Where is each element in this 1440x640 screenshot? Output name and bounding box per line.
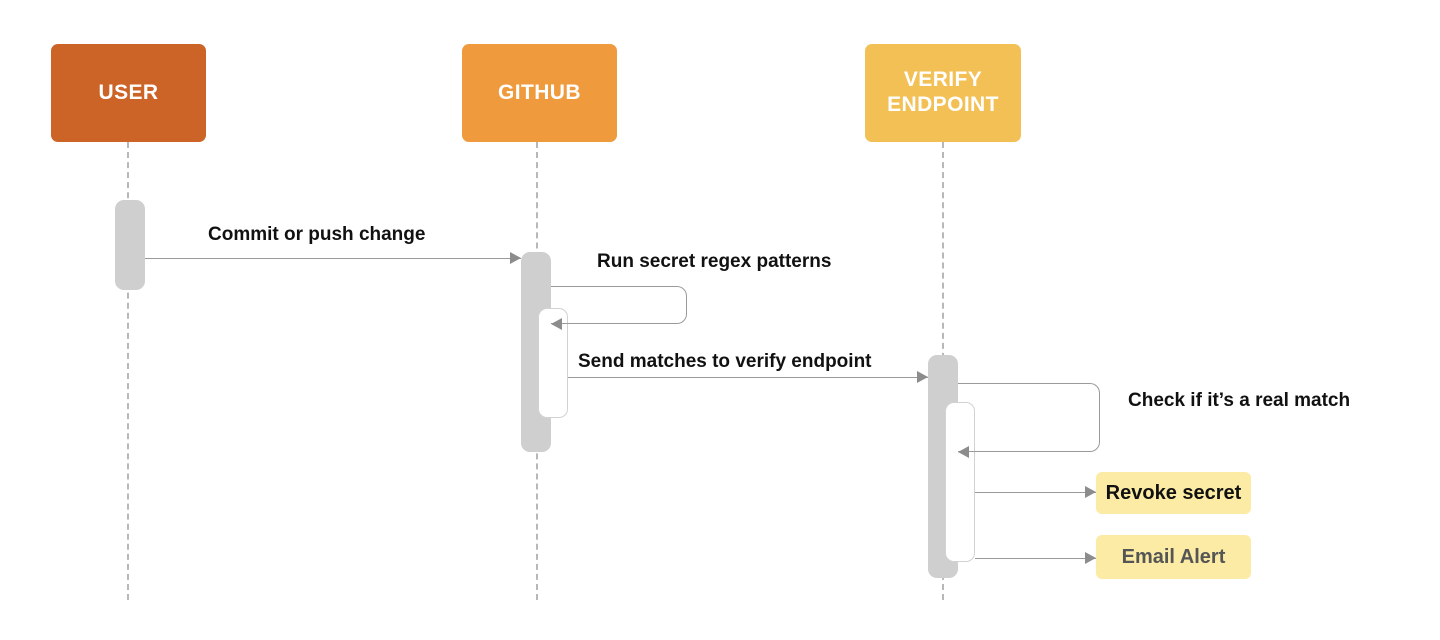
message-line-m6[interactable] bbox=[975, 558, 1096, 559]
note-note-revoke[interactable]: Revoke secret bbox=[1096, 472, 1251, 514]
arrow-head-m4 bbox=[958, 446, 969, 458]
message-label-m3: Send matches to verify endpoint bbox=[578, 351, 872, 372]
arrow-head-m2 bbox=[551, 318, 562, 330]
activation-bar-verify-act-inner bbox=[945, 402, 975, 562]
arrow-head-m6 bbox=[1085, 552, 1096, 564]
message-label-m1: Commit or push change bbox=[208, 224, 426, 245]
message-label-m4: Check if it’s a real match bbox=[1128, 390, 1351, 411]
participant-label-github: GITHUB bbox=[498, 80, 581, 104]
self-loop-m4[interactable] bbox=[958, 383, 1100, 452]
message-line-m1[interactable] bbox=[145, 258, 521, 259]
arrow-head-m5 bbox=[1085, 486, 1096, 498]
lifeline-user bbox=[127, 142, 129, 600]
participant-github[interactable]: GITHUB bbox=[462, 44, 617, 142]
note-label-note-email: Email Alert bbox=[1121, 545, 1226, 568]
message-line-m3[interactable] bbox=[568, 377, 928, 378]
note-label-note-revoke: Revoke secret bbox=[1105, 481, 1242, 504]
participant-verify[interactable]: VERIFY ENDPOINT bbox=[865, 44, 1021, 142]
arrow-head-m3 bbox=[917, 371, 928, 383]
message-label-m2: Run secret regex patterns bbox=[597, 251, 832, 272]
message-line-m5[interactable] bbox=[975, 492, 1096, 493]
participant-label-verify: VERIFY ENDPOINT bbox=[887, 68, 999, 116]
participant-user[interactable]: USER bbox=[51, 44, 206, 142]
activation-bar-user-act bbox=[115, 200, 145, 290]
note-note-email[interactable]: Email Alert bbox=[1096, 535, 1251, 579]
participant-label-user: USER bbox=[98, 80, 159, 104]
self-loop-m2[interactable] bbox=[551, 286, 687, 324]
arrow-head-m1 bbox=[510, 252, 521, 264]
